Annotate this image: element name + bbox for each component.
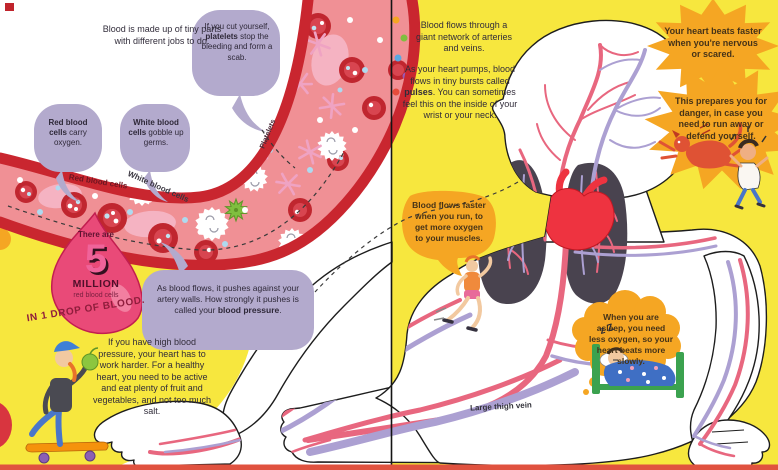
blanket: [603, 360, 676, 386]
starburst-nervous-text: Your heart beats faster when you're nerv…: [664, 26, 762, 60]
blood-drop-graphic: [50, 211, 144, 335]
drop-line1: There are: [77, 230, 115, 239]
starburst-danger-text: This prepares you for danger, in case yo…: [674, 96, 768, 141]
speech-bubble-red-cells: [34, 104, 102, 172]
cap: [54, 341, 80, 352]
intro-text: Blood is made up of tiny parts with diff…: [102, 24, 222, 46]
blood-drop-text: There are 5 MILLION red blood cells: [52, 230, 140, 301]
page-bottom-edge: [0, 464, 778, 470]
drop-number: 5: [84, 237, 108, 282]
finger-lines: [711, 429, 749, 445]
bubble-platelets-text: If you cut yourself, platelets stop the …: [201, 22, 273, 62]
speech-bubble-platelets: [192, 10, 280, 96]
cloud-sleep-text: When you are asleep, you need less oxyge…: [588, 312, 674, 366]
runner-illustration: [433, 255, 493, 332]
headboard: [592, 344, 600, 394]
pulse-pointer-line: [314, 181, 519, 293]
vessel-outer-wall: [0, 0, 314, 204]
hair: [68, 362, 77, 382]
corner-mark: [5, 3, 14, 11]
bubble-running-text: Blood flows faster when you run, to get …: [412, 200, 486, 243]
high-bp-text: If you have high blood pressure, your he…: [92, 337, 212, 417]
bubble-white-cells-text: White blood cells gobble up germs.: [128, 118, 184, 148]
corner-red-curl: [0, 403, 12, 447]
speech-bubbles: [34, 10, 314, 350]
bubble-red-cells-text: Red blood cells carry oxygen.: [48, 118, 88, 148]
heart-illustration: [544, 168, 615, 251]
flow-dashed-line: [7, 149, 346, 251]
speech-bubble-pressure: [142, 270, 314, 350]
sleeping-person-illustration: [592, 344, 684, 398]
body-outline: [93, 19, 771, 470]
bubble-pressure-text: As blood flows, it pushes against your a…: [156, 283, 300, 315]
footboard: [676, 352, 684, 398]
drop-line2: MILLION: [72, 278, 120, 291]
drop-line3: red blood cells: [73, 291, 119, 299]
network-text: Blood flows through a giant network of a…: [415, 20, 513, 54]
speech-bubble-white-cells: [120, 104, 190, 172]
scared-boy-illustration: [729, 126, 769, 210]
skateboarder-illustration: [25, 341, 109, 464]
dog-illustration: [658, 122, 743, 169]
starburst-nervous: [647, 0, 778, 94]
pulses-text: As your heart pumps, blood flows in tiny…: [402, 64, 518, 121]
orange-dot: [0, 228, 11, 250]
skateboard: [25, 441, 109, 453]
